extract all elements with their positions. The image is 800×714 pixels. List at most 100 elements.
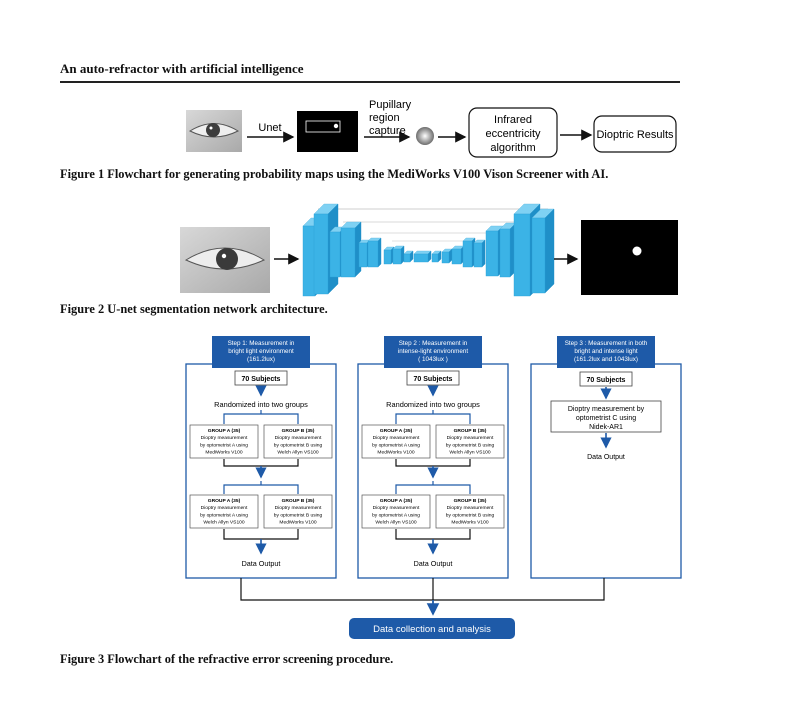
- step1-subjects: 70 Subjects: [242, 376, 281, 383]
- figure-3: Step 1: Measurement in bright light envi…: [185, 336, 682, 639]
- step1-output: Data Output: [242, 559, 281, 568]
- figure-2-caption: Figure 2 U-net segmentation network arch…: [60, 302, 328, 316]
- unet-block: [531, 208, 555, 294]
- step2-group-a-top-box: [361, 424, 431, 459]
- step3-measurement-box: [550, 400, 662, 433]
- results-label: Dioptric Results: [596, 129, 674, 141]
- step1-subjects-box: [234, 370, 288, 386]
- step1-group-a-top-box: [189, 424, 259, 459]
- step3-title-2: bright and intense light: [574, 348, 638, 355]
- pupil-label-1: Pupillary: [369, 99, 412, 111]
- pupil-label-2: region: [369, 112, 400, 124]
- step2-subjects-box: [406, 370, 460, 386]
- step3-title-3: (161.2lux and 1043lux): [574, 356, 638, 363]
- step2-header: [384, 336, 482, 368]
- step1-title-3: (161.2lux): [247, 356, 275, 363]
- eye-photo-large: [180, 227, 270, 293]
- step2-group-b-bottom-line-4: MediWorks V100: [451, 520, 488, 526]
- step1-group-a-bottom-line-4: Welch Allyn VS100: [203, 520, 245, 526]
- step1-group-b-bottom-line-4: MediWorks V100: [279, 520, 316, 526]
- unet-block: [392, 245, 405, 265]
- step3-output: Data Output: [587, 454, 625, 461]
- step1-group-b-bottom-line-3: by optometrist B using: [274, 512, 323, 518]
- step1-group-b-top-line-3: by optometrist B using: [274, 442, 323, 448]
- step2-title-3: ( 1043lux ): [418, 356, 448, 363]
- figure-3-caption: Figure 3 Flowchart of the refractive err…: [60, 652, 394, 666]
- step3-measure-1: Dioptry measurement by: [568, 406, 645, 413]
- step2-title-1: Step 2 : Measurement in: [399, 340, 468, 347]
- step1-group-a-bottom-box: [189, 494, 259, 529]
- step2-title-2: intense-light environment: [398, 348, 469, 355]
- unet-block: [473, 239, 486, 268]
- algorithm-label-3: algorithm: [490, 142, 535, 154]
- unet-block: [441, 248, 453, 264]
- running-header: An auto-refractor with artificial intell…: [60, 61, 304, 76]
- unet-architecture: [302, 203, 555, 297]
- step1-title-2: bright light environment: [228, 348, 294, 355]
- step2-randomized: Randomized into two groups: [386, 400, 480, 409]
- step2-group-a-top-line-1: GROUP A (35): [380, 428, 413, 434]
- step2-group-a-top-line-3: by optometrist A using: [372, 442, 420, 448]
- unet-block: [413, 250, 432, 263]
- pupil-crop: [416, 127, 434, 145]
- step1-group-a-bottom-line-3: by optometrist A using: [200, 512, 248, 518]
- step1-randomized: Randomized into two groups: [214, 400, 308, 409]
- unet-block: [403, 250, 414, 263]
- unet-block: [499, 222, 517, 278]
- step3-panel: [530, 363, 682, 579]
- pupil-label-3: capture: [369, 125, 406, 137]
- step1-group-a-bottom-line-1: GROUP A (35): [208, 498, 241, 504]
- step2-output: Data Output: [414, 559, 453, 568]
- step1-group-b-top-box: [263, 424, 333, 459]
- figure-1-caption: Figure 1 Flowchart for generating probab…: [60, 167, 609, 181]
- step1-group-b-bottom-line-2: Dioptry measurement: [275, 505, 322, 511]
- step3-measure-3: Nidek-AR1: [589, 424, 623, 431]
- step2-group-b-top-line-1: GROUP B (35): [454, 428, 487, 434]
- step3-header: [557, 336, 655, 368]
- header-rule: [60, 81, 680, 83]
- step3-title-1: Step 3 : Measurement in both: [565, 340, 648, 347]
- step1-group-a-top-line-2: Dioptry measurement: [201, 435, 248, 441]
- data-collection-label: Data collection and analysis: [373, 624, 491, 635]
- unet-block: [340, 221, 362, 278]
- step2-group-b-top-line-4: Welch Allyn VS100: [449, 450, 491, 456]
- step1-title-1: Step 1: Measurement in: [228, 340, 295, 347]
- step1-header: [212, 336, 310, 368]
- step2-group-b-top-line-3: by optometrist B using: [446, 442, 495, 448]
- step2-group-b-bottom-line-1: GROUP B (35): [454, 498, 487, 504]
- step1-group-b-top-line-4: Welch Allyn VS100: [277, 450, 319, 456]
- step2-group-a-bottom-line-4: Welch Allyn VS100: [375, 520, 417, 526]
- unet-block: [462, 237, 476, 268]
- step2-group-a-bottom-line-3: by optometrist A using: [372, 512, 420, 518]
- step3-measure-2: optometrist C using: [576, 415, 636, 422]
- step1-group-a-top-line-1: GROUP A (35): [208, 428, 241, 434]
- results-box: [593, 115, 677, 153]
- unet-block: [383, 246, 395, 265]
- step2-group-b-bottom-line-2: Dioptry measurement: [447, 505, 494, 511]
- unet-block: [431, 250, 442, 263]
- algorithm-label-2: eccentricity: [485, 128, 541, 140]
- step2-group-b-top-box: [435, 424, 505, 459]
- segmentation-output: [581, 220, 678, 295]
- step2-group-a-bottom-line-1: GROUP A (35): [380, 498, 413, 504]
- step3-subjects-box: [579, 371, 633, 387]
- unet-block: [367, 237, 382, 268]
- data-collection-box: [349, 618, 515, 639]
- step2-group-a-top-line-4: MediWorks V100: [377, 450, 414, 456]
- step2-group-a-top-line-2: Dioptry measurement: [373, 435, 420, 441]
- step1-group-a-top-line-3: by optometrist A using: [200, 442, 248, 448]
- step1-group-b-top-line-1: GROUP B (35): [282, 428, 315, 434]
- step1-group-a-bottom-line-2: Dioptry measurement: [201, 505, 248, 511]
- step1-group-b-top-line-2: Dioptry measurement: [275, 435, 322, 441]
- step2-group-a-bottom-box: [361, 494, 431, 529]
- eye-photo: [186, 110, 242, 152]
- step2-group-b-top-line-2: Dioptry measurement: [447, 435, 494, 441]
- step1-group-b-bottom-line-1: GROUP B (35): [282, 498, 315, 504]
- step3-subjects: 70 Subjects: [587, 377, 626, 384]
- step1-group-b-bottom-box: [263, 494, 333, 529]
- step2-group-b-bottom-box: [435, 494, 505, 529]
- step2-group-a-bottom-line-2: Dioptry measurement: [373, 505, 420, 511]
- algorithm-box: [468, 107, 558, 158]
- step2-group-b-bottom-line-3: by optometrist B using: [446, 512, 495, 518]
